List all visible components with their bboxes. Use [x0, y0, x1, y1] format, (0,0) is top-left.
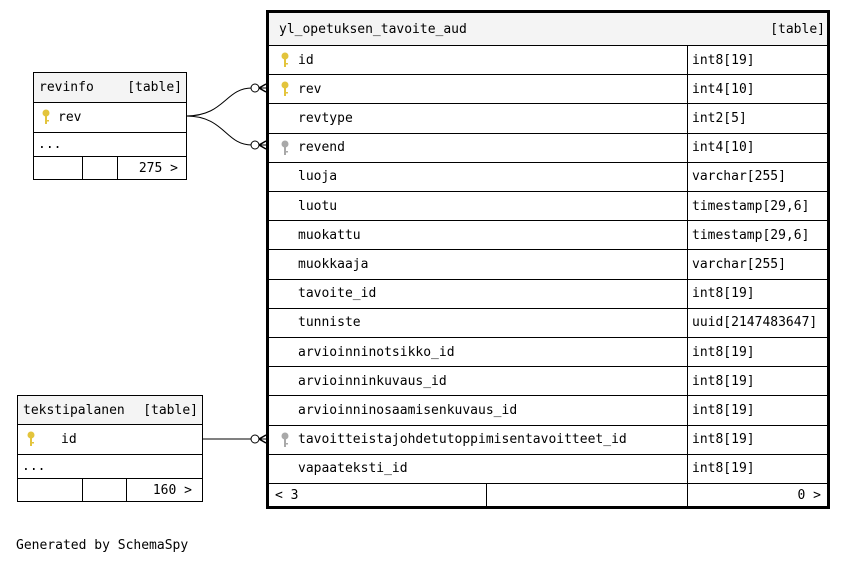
column-type: int8[19] — [692, 52, 755, 68]
table-name: tekstipalanen — [23, 402, 125, 418]
main-footer-row: < 3 0 > — [269, 484, 827, 506]
table-row[interactable]: arvioinninkuvaus_id int8[19] — [269, 367, 827, 397]
ellipsis: ... — [38, 137, 62, 152]
primary-key-icon — [281, 52, 289, 67]
table-tag: [table] — [770, 21, 825, 37]
table-row[interactable]: luotu timestamp[29,6] — [269, 192, 827, 222]
tekstipalanen-footer-row: 160 > — [18, 479, 202, 502]
column-name: id — [298, 52, 314, 68]
revinfo-column-row[interactable]: rev — [34, 103, 186, 133]
column-type: int8[19] — [692, 402, 755, 418]
column-name: luoja — [298, 169, 338, 185]
primary-key-icon — [27, 431, 35, 446]
column-type: varchar[255] — [692, 256, 786, 272]
column-type: int2[5] — [692, 110, 747, 126]
row-count-link[interactable]: 275 > — [138, 161, 178, 176]
table-row[interactable]: revtype int2[5] — [269, 104, 827, 134]
yl-opetuksen-tavoite-aud-table[interactable]: yl_opetuksen_tavoite_aud [table] id int8[… — [266, 10, 830, 509]
column-type: uuid[2147483647] — [692, 315, 818, 331]
column-name: muokattu — [298, 227, 361, 243]
table-row[interactable]: id int8[19] — [269, 46, 827, 76]
column-name: tavoitteistajohdetutoppimisentavoitteet_… — [298, 432, 627, 448]
column-name: rev — [298, 81, 322, 97]
table-row[interactable]: tunniste uuid[2147483647] — [269, 308, 827, 338]
column-name: id — [61, 432, 77, 447]
column-name: revend — [298, 140, 345, 156]
revinfo-footer-row: 275 > — [34, 157, 186, 180]
ellipsis: ... — [22, 459, 46, 474]
foreign-key-icon — [281, 432, 289, 447]
revinfo-table[interactable]: revinfo [table] rev ... 275 > — [33, 72, 187, 180]
column-type: int8[19] — [692, 461, 755, 477]
column-name: revtype — [298, 110, 353, 126]
link-rev-crowfoot — [258, 83, 267, 93]
primary-key-icon — [281, 81, 289, 97]
revinfo-header[interactable]: revinfo [table] — [34, 73, 186, 103]
column-name: tavoite_id — [298, 286, 377, 302]
primary-key-icon — [42, 109, 50, 124]
table-row[interactable]: luoja varchar[255] — [269, 162, 827, 192]
revinfo-ellipsis-row: ... — [34, 133, 186, 157]
tekstipalanen-table[interactable]: tekstipalanen [table] id ... 160 > — [17, 395, 203, 502]
link-revend-optional-marker — [250, 140, 260, 150]
table-row[interactable]: rev int4[10] — [269, 75, 827, 105]
generated-by-label: Generated by SchemaSpy — [16, 538, 189, 553]
column-type: timestamp[29,6] — [692, 227, 810, 243]
column-type: int8[19] — [692, 344, 755, 360]
table-name: revinfo — [39, 80, 94, 95]
link-rev-optional-marker — [250, 83, 260, 93]
tekstipalanen-ellipsis-row: ... — [18, 455, 202, 479]
table-row[interactable]: arvioinninosaamisenkuvaus_id int8[19] — [269, 396, 827, 426]
table-row[interactable]: vapaateksti_id int8[19] — [269, 454, 827, 484]
column-type: varchar[255] — [692, 169, 786, 185]
column-name: luotu — [298, 198, 338, 214]
table-row[interactable]: muokattu timestamp[29,6] — [269, 221, 827, 251]
table-row[interactable]: tavoite_id int8[19] — [269, 279, 827, 309]
foreign-key-icon — [281, 140, 289, 155]
table-tag: [table] — [127, 80, 182, 95]
column-name: arvioinninotsikko_id — [298, 344, 455, 360]
tekstipalanen-column-row[interactable]: id — [18, 425, 202, 455]
table-tag: [table] — [143, 402, 198, 418]
column-type: int8[19] — [692, 286, 755, 302]
column-name: vapaateksti_id — [298, 461, 408, 477]
table-name: yl_opetuksen_tavoite_aud — [279, 21, 467, 37]
link-tekstipalanen-optional-marker — [250, 434, 260, 444]
main-header[interactable]: yl_opetuksen_tavoite_aud [table] — [269, 13, 827, 46]
column-type: int8[19] — [692, 432, 755, 448]
column-type: int4[10] — [692, 140, 755, 156]
column-name: tunniste — [298, 315, 361, 331]
column-name: arvioinninkuvaus_id — [298, 373, 447, 389]
table-row[interactable]: revend int4[10] — [269, 133, 827, 163]
column-name: rev — [58, 110, 82, 125]
tekstipalanen-header[interactable]: tekstipalanen [table] — [18, 396, 202, 425]
table-row[interactable]: muokkaaja varchar[255] — [269, 250, 827, 280]
incoming-count-link[interactable]: < 3 — [275, 487, 299, 503]
link-revend-crowfoot — [258, 140, 267, 150]
table-row[interactable]: tavoitteistajohdetutoppimisentavoitteet_… — [269, 425, 827, 455]
row-count-link[interactable]: 160 > — [152, 483, 192, 498]
column-type: int4[10] — [692, 81, 755, 97]
table-row[interactable]: arvioinninotsikko_id int8[19] — [269, 338, 827, 368]
column-type: timestamp[29,6] — [692, 198, 810, 214]
column-name: arvioinninosaamisenkuvaus_id — [298, 402, 518, 418]
outgoing-count-link[interactable]: 0 > — [797, 487, 821, 503]
link-tekstipalanen-crowfoot — [258, 434, 267, 444]
column-type: int8[19] — [692, 373, 755, 389]
column-name: muokkaaja — [298, 256, 369, 272]
